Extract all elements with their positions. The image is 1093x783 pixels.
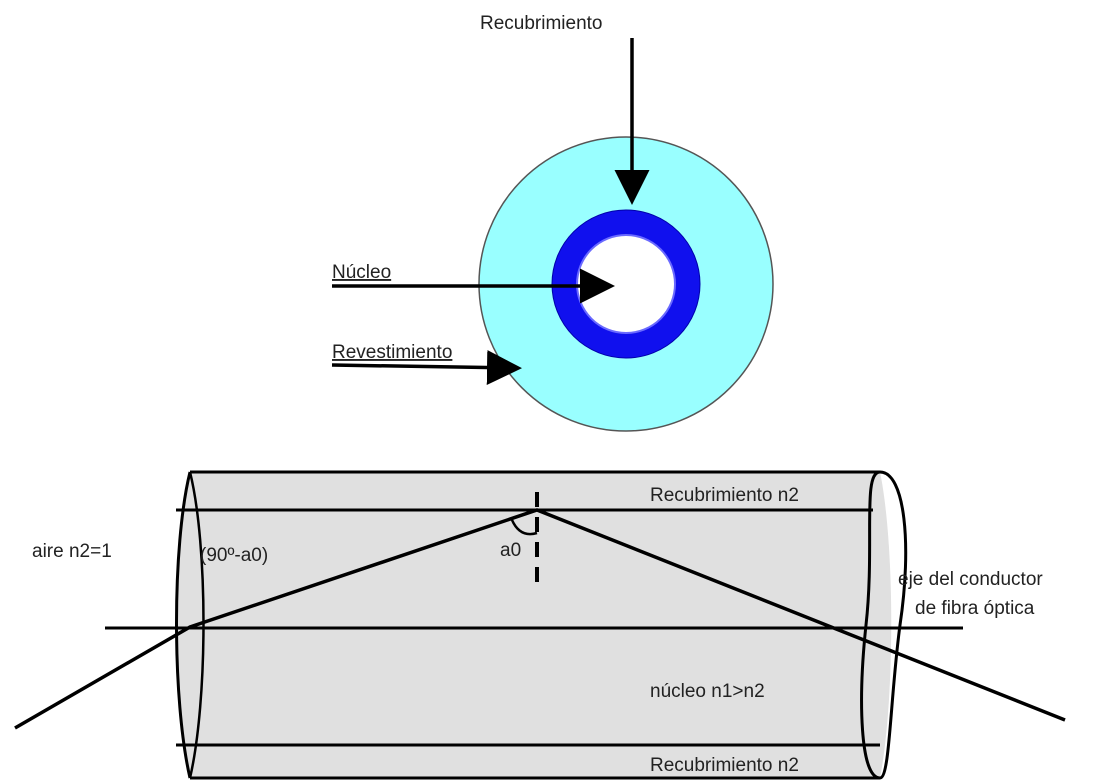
revestimiento-label: Revestimiento: [332, 342, 452, 363]
revestimiento-arrow: [331, 350, 522, 386]
cross-section: Recubrimiento Núcleo Revestimiento: [331, 13, 774, 432]
eje-label-line1: eje del conductor: [898, 569, 1043, 590]
nucleo-n1-label: núcleo n1>n2: [650, 681, 765, 702]
angle-complement-label: (90º-a0): [200, 545, 268, 566]
eje-label-line2: de fibra óptica: [915, 598, 1035, 619]
recubrimiento-top-label: Recubrimiento n2: [650, 485, 799, 506]
inner-core-nucleo: [576, 234, 676, 334]
fiber-right-end: [860, 470, 908, 780]
longitudinal-section: Recubrimiento n2 Recubrimiento n2 aire n…: [14, 470, 1066, 780]
angle-label: a0: [500, 540, 521, 561]
light-ray: [14, 508, 1066, 730]
recubrimiento-label: Recubrimiento: [480, 13, 603, 34]
aire-label: aire n2=1: [32, 541, 112, 562]
angle-arc: [510, 519, 538, 536]
recubrimiento-bottom-label: Recubrimiento n2: [650, 755, 799, 776]
fiber-body: [176, 472, 892, 778]
nucleo-label: Núcleo: [332, 262, 391, 283]
